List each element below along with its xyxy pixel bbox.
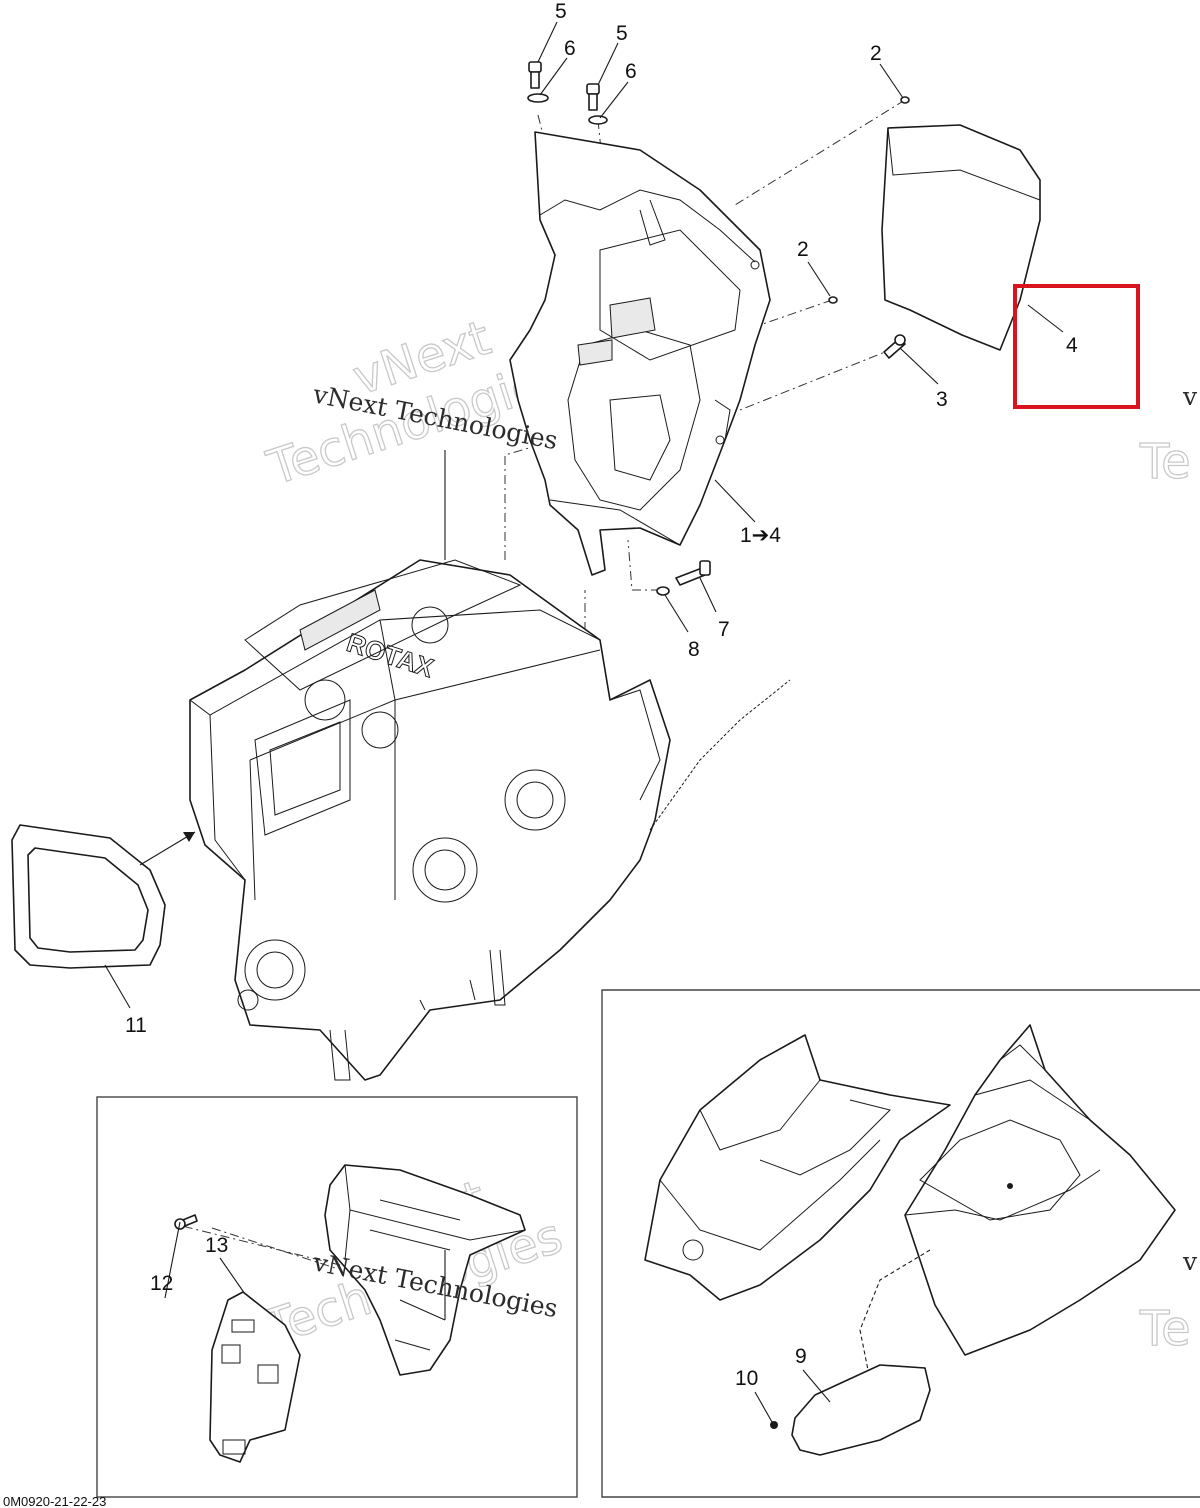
engine: ROTAX <box>189 559 791 1081</box>
callout-4: 4 <box>1066 334 1078 357</box>
washer-8 <box>656 586 670 596</box>
callout-1-to-4: 1➔4 <box>740 524 781 547</box>
screw-5-right <box>586 83 608 125</box>
filter-frame-11 <box>11 824 166 969</box>
document-id: 0M0920-21-22-23 <box>3 1494 106 1508</box>
grommet-2-mid <box>828 296 838 304</box>
callout-2-top: 2 <box>870 42 882 65</box>
callout-10: 10 <box>735 1367 758 1390</box>
air-intake-silencer <box>509 131 771 576</box>
inset-frame-left <box>96 1096 578 1498</box>
screw-3 <box>883 334 906 359</box>
grommet-2-top <box>900 96 910 104</box>
callout-8: 8 <box>688 638 700 661</box>
screw-5-left <box>527 61 549 103</box>
callout-11: 11 <box>125 1014 147 1037</box>
callout-6-right: 6 <box>625 60 637 83</box>
fastener-10 <box>770 1421 778 1429</box>
watermark-right-1: Te <box>1139 434 1191 490</box>
callout-13: 13 <box>205 1234 228 1257</box>
callouts: 5 6 5 6 2 2 3 4 1➔4 7 8 11 13 12 9 10 <box>125 0 1078 1390</box>
callout-3: 3 <box>936 388 948 411</box>
arrow-to-engine <box>139 831 196 866</box>
panel-4 <box>881 124 1041 351</box>
inset-frame-right <box>601 989 1200 1498</box>
highlight-box-part-4 <box>1013 284 1140 409</box>
callout-12: 12 <box>150 1272 173 1295</box>
dashed-link-9 <box>859 1249 931 1381</box>
callout-5-right: 5 <box>616 22 628 45</box>
callout-7: 7 <box>718 618 730 641</box>
watermark-right-small-1: v <box>1182 382 1198 411</box>
callout-2-mid: 2 <box>797 238 809 261</box>
bolt-7 <box>675 560 711 586</box>
watermark-right-2: Te <box>1139 1301 1191 1357</box>
hood-assembly <box>644 1024 1176 1356</box>
arrow-head <box>183 832 195 842</box>
callout-6-left: 6 <box>564 37 576 60</box>
callout-9: 9 <box>795 1345 807 1368</box>
watermark-right-small-2: v <box>1182 1247 1198 1276</box>
airbox-inset <box>324 1164 526 1376</box>
cover-13 <box>209 1291 301 1463</box>
callout-5-left: 5 <box>555 0 567 23</box>
leader-lines <box>104 21 1064 1423</box>
pad-9 <box>791 1364 931 1456</box>
